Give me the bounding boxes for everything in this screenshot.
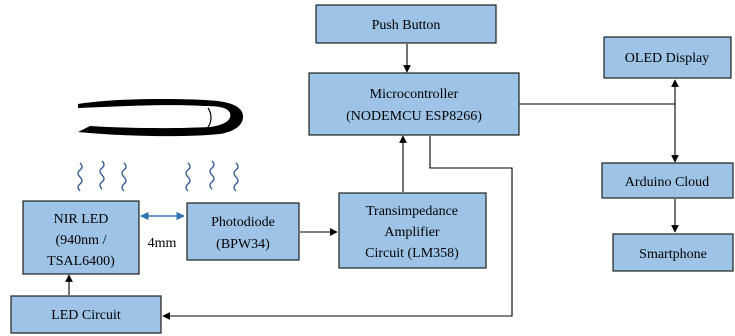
block-oled-display: OLED Display (603, 36, 732, 79)
block-microcontroller: Microcontroller (NODEMCU ESP8266) (308, 72, 520, 136)
amplifier-line2: Amplifier (384, 225, 440, 240)
block-push-button: Push Button (315, 4, 497, 44)
photodiode-model: (BPW34) (216, 237, 270, 252)
block-smartphone: Smartphone (612, 233, 734, 272)
finger-icon (78, 99, 244, 137)
block-nir-led: NIR LED (940nm / TSAL6400) (22, 200, 140, 275)
photodiode-title: Photodiode (211, 215, 275, 230)
nir-led-title: NIR LED (54, 212, 109, 227)
nir-led-model: TSAL6400) (47, 254, 115, 269)
push-button-label: Push Button (372, 18, 441, 33)
block-led-circuit: LED Circuit (10, 295, 162, 334)
nir-led-wavelength: (940nm / (56, 233, 107, 248)
smartphone-label: Smartphone (639, 247, 707, 262)
block-amplifier: Transimpedance Amplifier Circuit (LM358) (338, 192, 487, 269)
oled-label: OLED Display (625, 51, 709, 66)
block-arduino-cloud: Arduino Cloud (601, 162, 734, 199)
microcontroller-title: Microcontroller (370, 87, 459, 102)
amplifier-line1: Transimpedance (366, 204, 458, 219)
connectors (65, 44, 679, 320)
distance-label: 4mm (148, 236, 177, 251)
light-wave-icon (77, 160, 239, 192)
arrow-mcu-to-ledcircuit (162, 136, 513, 320)
block-photodiode: Photodiode (BPW34) (186, 202, 300, 261)
led-circuit-label: LED Circuit (51, 308, 121, 323)
microcontroller-model: (NODEMCU ESP8266) (346, 109, 482, 124)
arduino-cloud-label: Arduino Cloud (625, 175, 709, 190)
amplifier-line3: Circuit (LM358) (365, 246, 459, 261)
